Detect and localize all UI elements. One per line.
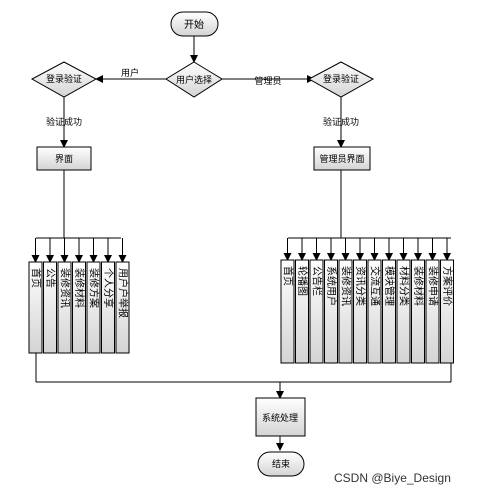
- module-box: [367, 259, 382, 364]
- module-label: 公告: [44, 268, 57, 288]
- start-node: 开始: [170, 11, 219, 37]
- module-box: [324, 259, 338, 364]
- module-box: [101, 261, 115, 354]
- admin-interface-label: 管理员界面: [319, 153, 364, 165]
- module-label: 装修材料: [73, 268, 86, 308]
- end-node: 结束: [257, 451, 305, 477]
- user-interface-node: 界面: [36, 146, 92, 171]
- user-modules-group: 首页公告装修资讯装修材料装修方案个人分享用户户举报: [28, 238, 130, 354]
- module-box: [338, 259, 353, 364]
- decision-user-type: 用户选择: [165, 61, 223, 98]
- edge-admin-label: 管理员: [254, 75, 281, 87]
- module-label: 公告栏: [311, 266, 324, 296]
- user-interface-label: 界面: [55, 154, 73, 165]
- module-box: [425, 259, 440, 364]
- module-box: [309, 259, 324, 364]
- module-label: 首页: [282, 266, 295, 286]
- login-decision-user: 登录验证: [30, 61, 98, 98]
- process-node: 系统处理: [255, 397, 306, 437]
- module-box: [43, 261, 57, 354]
- process-label: 系统处理: [262, 412, 298, 424]
- module-label: 轮播图: [296, 266, 309, 296]
- start-label: 开始: [184, 18, 204, 31]
- module-label: 材料分类: [398, 266, 411, 306]
- module-box: [115, 261, 130, 354]
- admin-interface-node: 管理员界面: [313, 146, 371, 171]
- module-label: 交流互通: [369, 266, 382, 306]
- module-box: [280, 259, 295, 364]
- module-box: [72, 261, 86, 354]
- module-label: 系统用户: [325, 266, 338, 306]
- module-label: 装修资讯: [340, 266, 353, 306]
- module-box: [353, 259, 367, 364]
- module-box: [57, 261, 72, 354]
- decision-user-type-label: 用户选择: [176, 74, 212, 86]
- connectors: [35, 36, 452, 451]
- module-label: 首页: [30, 268, 43, 288]
- verify-ok-user-label: 验证成功: [46, 116, 82, 128]
- edge-user-label: 用户: [121, 67, 139, 79]
- module-box: [28, 261, 43, 354]
- login-decision-admin: 登录验证: [307, 61, 375, 98]
- watermark: CSDN @Biye_Design: [334, 471, 451, 485]
- module-label: 装修材料: [412, 266, 425, 306]
- module-label: 个人分享: [102, 268, 115, 308]
- module-label: 方案评价: [441, 266, 454, 306]
- login-user-label: 登录验证: [46, 73, 82, 85]
- module-label: 模块管理: [383, 266, 396, 306]
- module-label: 装修方案: [88, 268, 101, 308]
- module-label: 装修资讯: [59, 268, 72, 308]
- module-label: 用户户举报: [117, 268, 130, 318]
- module-box: [440, 259, 454, 364]
- module-box: [86, 261, 101, 354]
- module-box: [396, 259, 411, 364]
- module-label: 装修申请: [427, 266, 440, 306]
- end-label: 结束: [272, 458, 290, 470]
- admin-modules-group: 首页轮播图公告栏系统用户装修资讯资讯分类交流互通模块管理材料分类装修材料装修申请…: [280, 238, 454, 364]
- module-label: 资讯分类: [354, 266, 367, 306]
- module-box: [382, 259, 396, 364]
- verify-ok-admin-label: 验证成功: [323, 116, 359, 128]
- module-box: [411, 259, 425, 364]
- module-box: [295, 259, 309, 364]
- login-admin-label: 登录验证: [323, 73, 359, 85]
